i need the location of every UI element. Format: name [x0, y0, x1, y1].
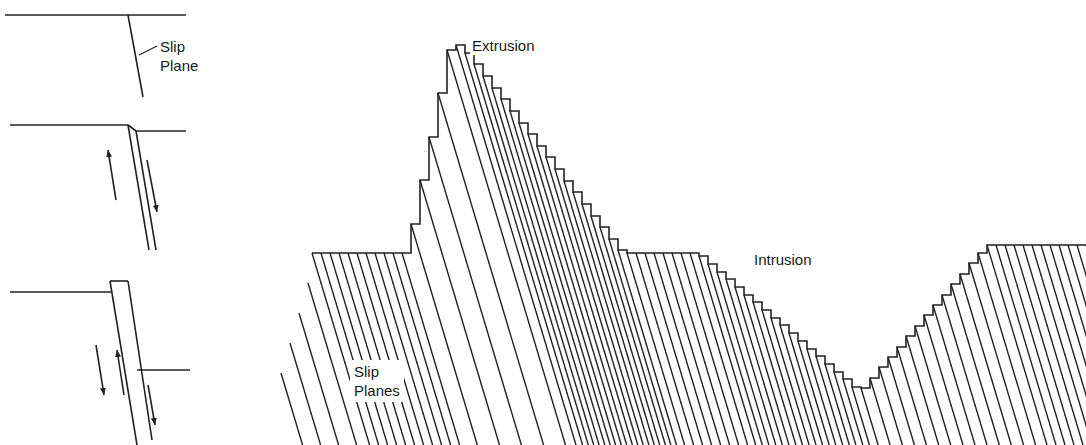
- slip-line: [348, 253, 406, 445]
- slip-line: [1059, 245, 1086, 445]
- slip-line: [654, 253, 712, 445]
- slip-line: [474, 64, 588, 445]
- slip-line: [447, 50, 566, 445]
- slip-line: [735, 287, 782, 445]
- extrusion-label: Extrusion: [470, 36, 537, 55]
- slip-line: [546, 157, 632, 445]
- slip-line: [1023, 245, 1083, 445]
- slip-line: [393, 253, 451, 445]
- slip-line: [888, 357, 914, 445]
- leader-line: [139, 46, 157, 55]
- slip-line: [717, 272, 769, 445]
- slip-line: [789, 333, 823, 445]
- slip-line: [987, 245, 1047, 445]
- slip-line: [753, 302, 796, 445]
- slip-line: [429, 137, 521, 445]
- slip-line: [366, 253, 424, 445]
- slip-line: [492, 88, 599, 445]
- slip-line: [672, 253, 730, 445]
- slip-line: [726, 279, 776, 445]
- slip-line: [312, 253, 370, 445]
- slip-line: [411, 224, 477, 445]
- slip-line: [510, 111, 610, 445]
- slip-line: [897, 347, 926, 445]
- slip-line: [420, 180, 500, 445]
- slip-line: [663, 253, 721, 445]
- slip-line: [924, 315, 963, 445]
- slip-line: [1077, 245, 1086, 445]
- slip-line: [1014, 245, 1074, 445]
- slip-line: [357, 253, 415, 445]
- slip-line: [816, 356, 843, 445]
- slip-line: [942, 295, 987, 445]
- slip-line: [951, 284, 999, 445]
- slip-line: [744, 295, 789, 445]
- slip-line: [537, 146, 627, 445]
- slip-line: [555, 169, 638, 445]
- slip-line: [1041, 245, 1086, 445]
- surface-profile: [312, 45, 1086, 388]
- slip-line: [825, 364, 849, 445]
- slip-line: [618, 250, 677, 445]
- slip-line: [933, 305, 975, 445]
- slip-line: [456, 45, 576, 445]
- slip-line: [281, 373, 303, 445]
- slip-line: [1005, 245, 1065, 445]
- slip-line: [852, 387, 869, 445]
- slip-line: [708, 264, 762, 445]
- slip-line: [879, 367, 902, 445]
- slip-line: [627, 253, 685, 445]
- slip-line: [609, 239, 671, 445]
- slip-plane-label: Slip Plane: [160, 37, 198, 75]
- slip-line: [465, 53, 583, 445]
- slip-line: [375, 253, 433, 445]
- slip-line: [384, 253, 442, 445]
- slip-line: [501, 99, 605, 445]
- intrusion-label: Intrusion: [752, 250, 814, 269]
- slip-line: [870, 378, 890, 445]
- slip-line: [969, 263, 1024, 445]
- slip-line: [330, 253, 388, 445]
- slip-line: [681, 253, 739, 445]
- slip-line: [636, 253, 694, 445]
- slip-plane-profile: [281, 45, 1086, 445]
- slip-line: [645, 253, 703, 445]
- slip-line: [1068, 245, 1086, 445]
- stage-figures: [5, 15, 190, 445]
- slip-line: [573, 192, 649, 445]
- slip-line: [438, 93, 544, 445]
- slip-line: [690, 253, 748, 445]
- slip-planes-label: Slip Planes: [350, 360, 404, 402]
- slip-line: [290, 343, 321, 445]
- slip-line: [299, 313, 339, 445]
- slip-line: [996, 245, 1056, 445]
